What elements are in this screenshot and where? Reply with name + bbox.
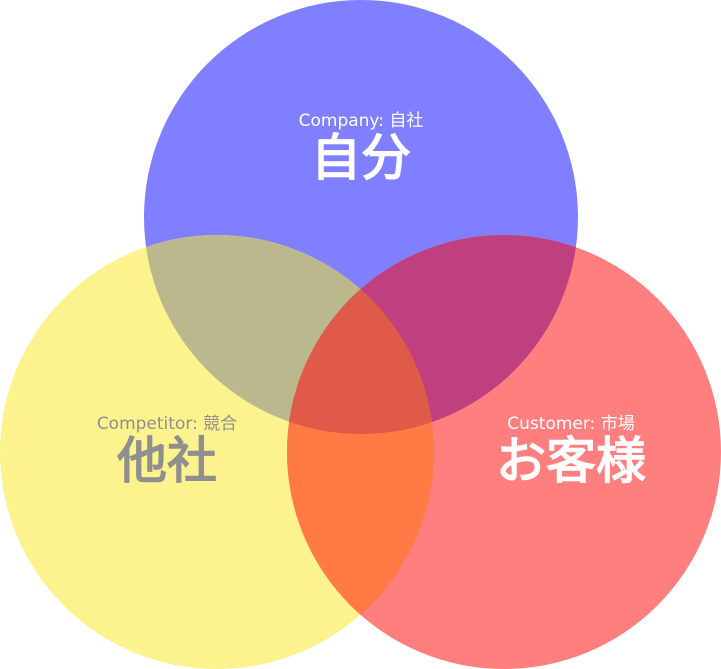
company-sub: Company: 自社 (298, 111, 424, 131)
customer-label: Customer: 市場 お客様 (421, 409, 721, 489)
customer-main: お客様 (496, 432, 646, 490)
competitor-sub: Competitor: 競合 (96, 414, 238, 434)
competitor-label: Competitor: 競合 他社 (17, 409, 317, 489)
customer-sub: Customer: 市場 (507, 414, 635, 434)
competitor-main: 他社 (117, 432, 217, 490)
all-overlap (287, 235, 434, 434)
company-main: 自分 (311, 129, 411, 187)
company-label: Company: 自社 自分 (211, 106, 511, 186)
